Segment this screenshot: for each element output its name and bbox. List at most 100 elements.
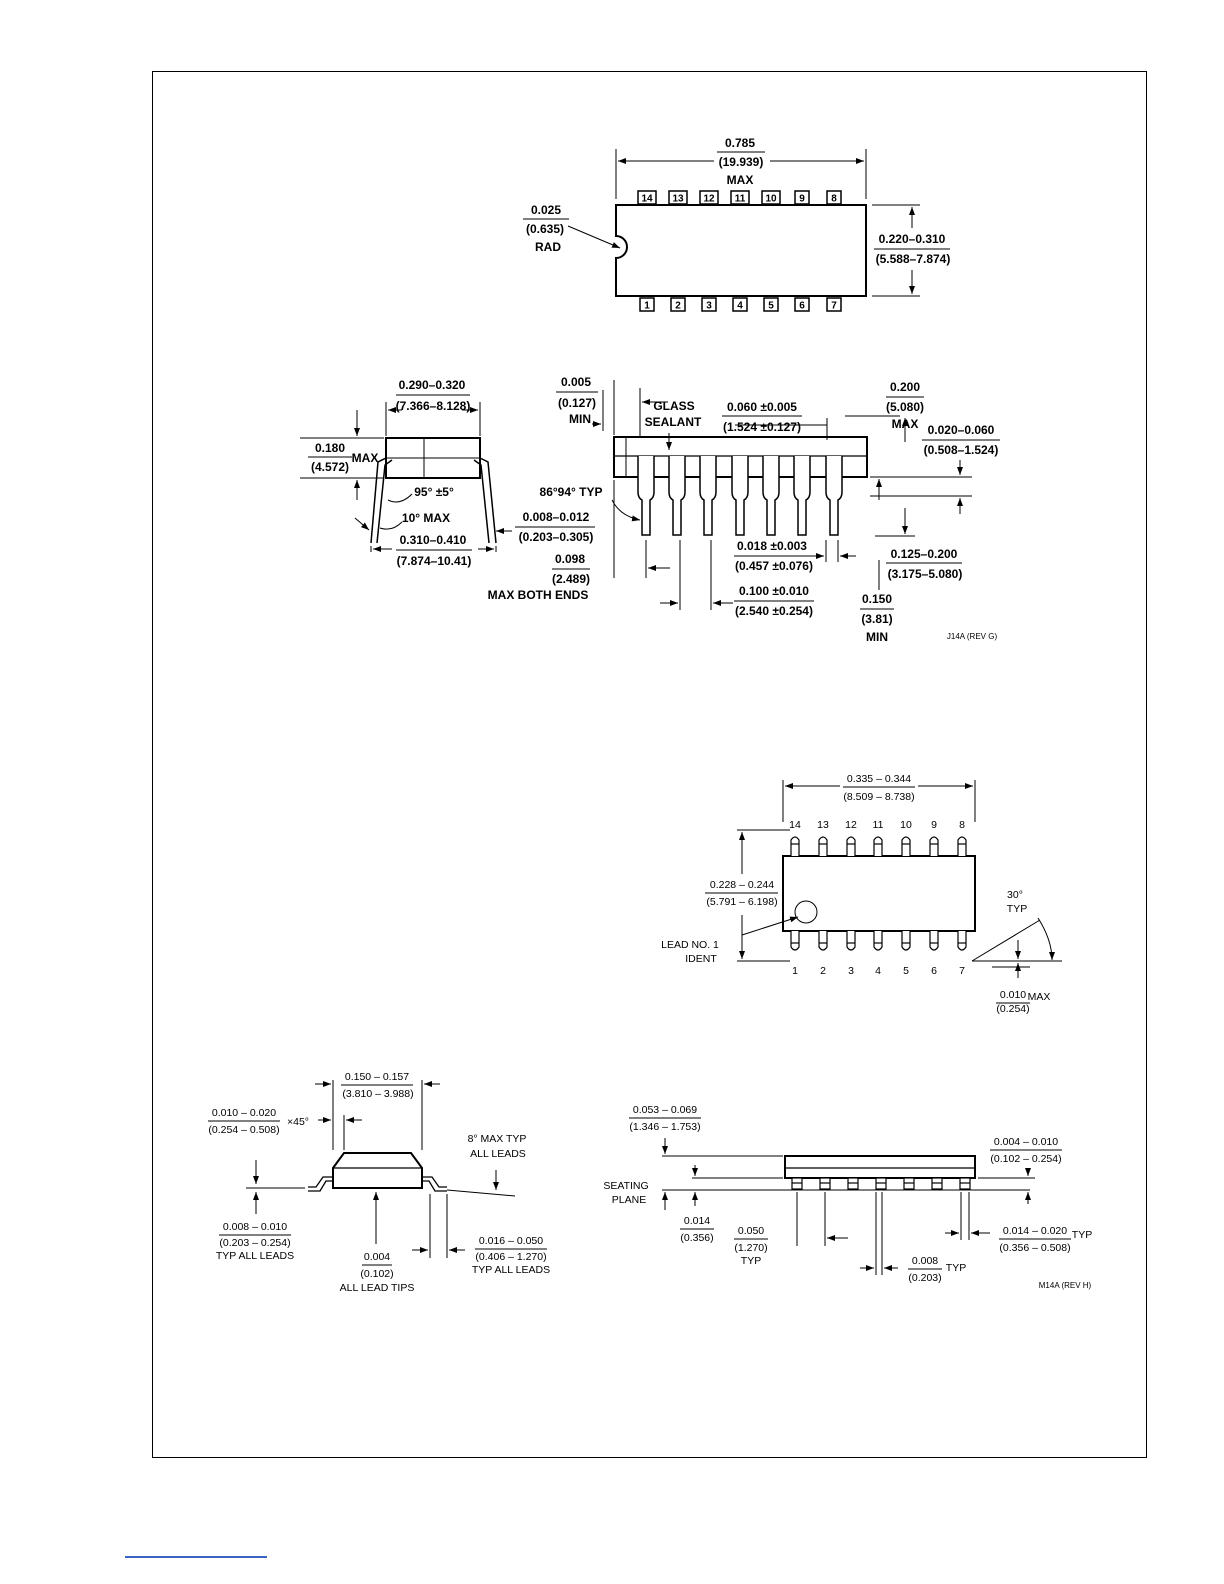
j14a-lead-7 (825, 456, 843, 536)
dim-width-in: 0.220–0.310 (879, 232, 946, 246)
bottom-pin-box-4 (732, 297, 748, 312)
top-pin-box-13 (668, 190, 688, 205)
m14a-bottom-pin-number-1: 1 (792, 965, 798, 977)
m14a-bottom-pin-number-7: 7 (959, 965, 965, 977)
dim-angle-95: 95° ±5° (414, 485, 454, 499)
dim-pitch-in: 0.100 ±0.010 (739, 584, 809, 598)
dim-so-gap-in: 0.008 (912, 1255, 938, 1267)
dim-end-note: MAX BOTH ENDS (488, 588, 589, 602)
dim-so-gap-mm: (0.203) (908, 1272, 941, 1284)
dim-min-len-note: MIN (866, 630, 888, 644)
dim-so-length-mm: (8.509 – 8.738) (843, 791, 914, 803)
dim-thick-note: TYP ALL LEADS (216, 1250, 294, 1262)
dim-so-max-mm: (0.254) (996, 1003, 1029, 1015)
top-pin-box-11 (730, 190, 750, 205)
dim-standoff-in: 0.005 (561, 375, 591, 389)
j14a-lead-6 (793, 456, 811, 536)
dim-notch-in: 0.025 (531, 203, 561, 217)
m14a-side-view (662, 1138, 1035, 1275)
m14a-top-pin-number-11: 11 (873, 819, 884, 831)
seating-label-1: SEATING (603, 1180, 648, 1192)
dim-foot-mm: (0.406 – 1.270) (475, 1251, 546, 1263)
m14a-bottom-pin-5 (901, 931, 911, 951)
bottom-pin-number-2: 2 (675, 301, 681, 312)
dim-end-height-in: 0.180 (315, 441, 345, 455)
top-pin-number-8: 8 (831, 194, 837, 205)
top-pin-number-12: 12 (703, 194, 715, 205)
dim-seat-in: 0.020–0.060 (928, 423, 995, 437)
dim-lead-angle-2: ALL LEADS (470, 1148, 526, 1160)
ident-label-1: LEAD NO. 1 (661, 939, 719, 951)
dim-so-lead-w-in: 0.014 – 0.020 (1003, 1225, 1067, 1237)
m14a-end-view (246, 1080, 516, 1258)
top-pin-number-9: 9 (799, 194, 805, 205)
top-pin-number-13: 13 (672, 194, 684, 205)
bottom-pin-box-7 (826, 297, 842, 312)
dim-foot-in: 0.016 – 0.050 (479, 1235, 543, 1247)
dim-so-max-in: 0.010 (1000, 989, 1026, 1001)
dim-lead-w-in: 0.018 ±0.003 (737, 539, 807, 553)
j14a-lead-4 (731, 456, 749, 536)
top-pin-number-10: 10 (765, 194, 777, 205)
dim-angle-10: 10° MAX (402, 511, 450, 525)
m14a-bottom-pin-3 (846, 931, 856, 951)
dim-lead-len-in: 0.125–0.200 (891, 547, 958, 561)
m14a-top-pin-10 (901, 836, 911, 856)
dim-lead-len-mm: (3.175–5.080) (888, 567, 963, 581)
m14a-bottom-pin-number-4: 4 (875, 965, 881, 977)
dim-length-in: 0.785 (725, 136, 755, 150)
m14a-top-pin-number-14: 14 (789, 819, 801, 831)
dim-notch-note: RAD (535, 240, 561, 254)
m14a-bottom-pin-number-2: 2 (820, 965, 826, 977)
bottom-pin-box-6 (794, 297, 810, 312)
j14a-lead-5 (762, 456, 780, 536)
top-pin-box-14 (637, 190, 657, 205)
j14a-side-view-labels: 0.005 (0.127) MIN GLASS SEALANT 0.060 ±0… (488, 375, 1000, 644)
dim-lead-angle-1: 8° MAX TYP (468, 1133, 527, 1145)
dim-so-seat-in: 0.014 (684, 1215, 710, 1227)
dim-so-width-in: 0.228 – 0.244 (710, 879, 774, 891)
dim-so-standoff-mm: (0.102 – 0.254) (990, 1153, 1061, 1165)
dim-foot-note: TYP ALL LEADS (472, 1264, 550, 1276)
dim-shoulder-mm: (1.524 ±0.127) (723, 420, 801, 434)
m14a-body (782, 855, 976, 932)
bottom-pin-number-1: 1 (644, 301, 650, 312)
dim-chamfer-mm: (0.254 – 0.508) (208, 1124, 279, 1136)
m14a-bottom-pin-2 (818, 931, 828, 951)
bottom-pin-box-5 (763, 297, 779, 312)
dim-standoff-mm: (0.127) (558, 396, 596, 410)
seating-label-2: PLANE (612, 1194, 646, 1206)
drawing-frame (152, 71, 1147, 1458)
dim-chamfer-note: ×45° (287, 1116, 309, 1128)
dim-thick-mm: (0.203 – 0.254) (219, 1237, 290, 1249)
dim-so-lead-w-mm: (0.356 – 0.508) (999, 1242, 1070, 1254)
dim-end-width-mm: (7.366–8.128) (396, 399, 471, 413)
bottom-pin-number-6: 6 (799, 301, 805, 312)
dim-shoulder-in: 0.060 ±0.005 (727, 400, 797, 414)
m14a-top-pin-number-12: 12 (845, 819, 857, 831)
j14a-revision: J14A (REV G) (947, 632, 998, 641)
m14a-bottom-pin-7 (957, 931, 967, 951)
dim-lead-span-mm: (7.874–10.41) (397, 554, 472, 568)
dim-lead-angle: 86°94° TYP (540, 485, 603, 499)
top-pin-box-9 (794, 190, 810, 205)
dim-height-in: 0.200 (890, 380, 920, 394)
m14a-revision: M14A (REV H) (1039, 1281, 1092, 1290)
dim-so-pitch-in: 0.050 (738, 1225, 764, 1237)
m14a-top-pin-9 (929, 836, 939, 856)
dim-lead-span-in: 0.310–0.410 (400, 533, 467, 547)
dim-chamfer-in: 0.010 – 0.020 (212, 1107, 276, 1119)
j14a-side-leads (637, 456, 843, 536)
m14a-top-pin-13 (818, 836, 828, 856)
dim-height-note: MAX (892, 417, 919, 431)
m14a-top-pin-14 (790, 836, 800, 856)
dim-so-pitch-mm: (1.270) (734, 1242, 767, 1254)
m14a-top-pin-number-9: 9 (931, 819, 937, 831)
dim-end-height-mm: (4.572) (311, 460, 349, 474)
dim-body-mm: (3.810 – 3.988) (342, 1088, 413, 1100)
top-pin-box-10 (761, 190, 781, 205)
j14a-body-outline (615, 204, 867, 297)
m14a-side-view-labels: 0.053 – 0.069 (1.346 – 1.753) 0.004 – 0.… (603, 1104, 1092, 1290)
